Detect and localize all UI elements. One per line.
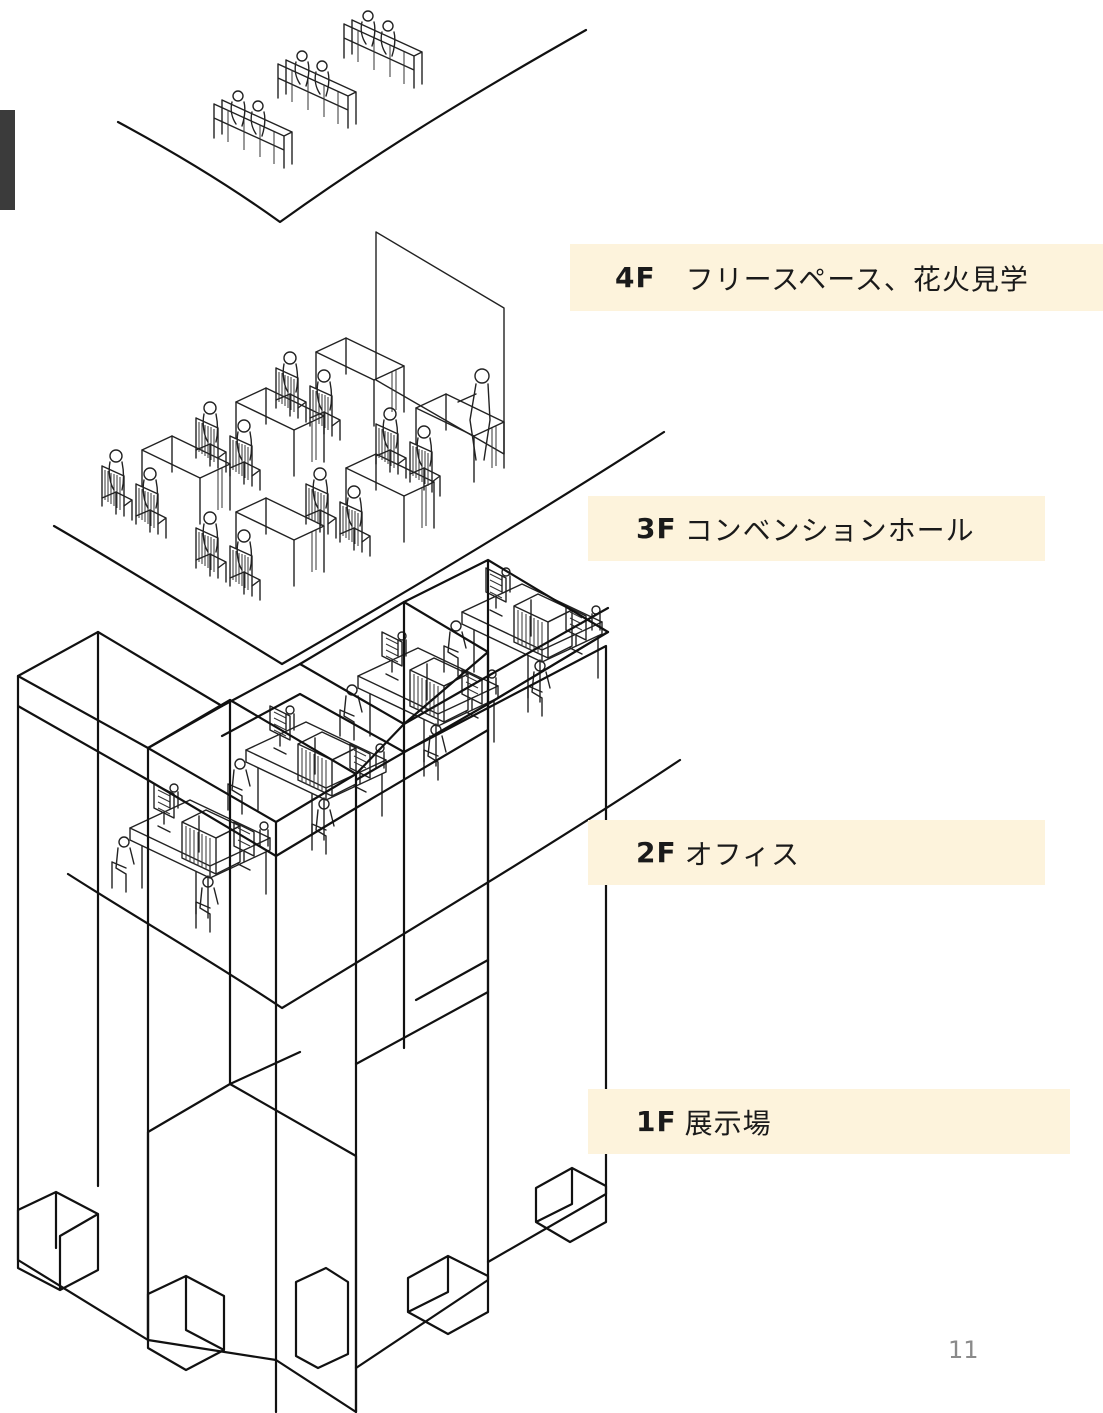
floor-number: 1F <box>636 1105 677 1138</box>
floor-name: フリースペース、花火見学 <box>685 262 1029 296</box>
projection-screen <box>375 231 505 455</box>
floor-1f-booths <box>16 558 610 1413</box>
floor-number: 3F <box>636 512 677 545</box>
floor-name: オフィス <box>684 837 801 871</box>
floor-number: 2F <box>636 836 677 869</box>
floor-name: コンベンションホール <box>684 513 975 547</box>
floor-name: 展示場 <box>684 1106 772 1140</box>
floor-4f-outline <box>116 28 588 224</box>
floor-label-2f: 2F オフィス <box>588 820 1045 885</box>
page-number: 11 <box>948 1336 979 1364</box>
side-tab-marker <box>0 110 15 210</box>
floor-label-3f: 3F コンベンションホール <box>588 496 1045 561</box>
floor-label-4f: 4F フリースペース、花火見学 <box>570 244 1103 311</box>
floor-label-1f: 1F 展示場 <box>588 1089 1070 1154</box>
floor-3f-outline <box>52 430 666 666</box>
floor-number: 4F <box>615 261 656 294</box>
